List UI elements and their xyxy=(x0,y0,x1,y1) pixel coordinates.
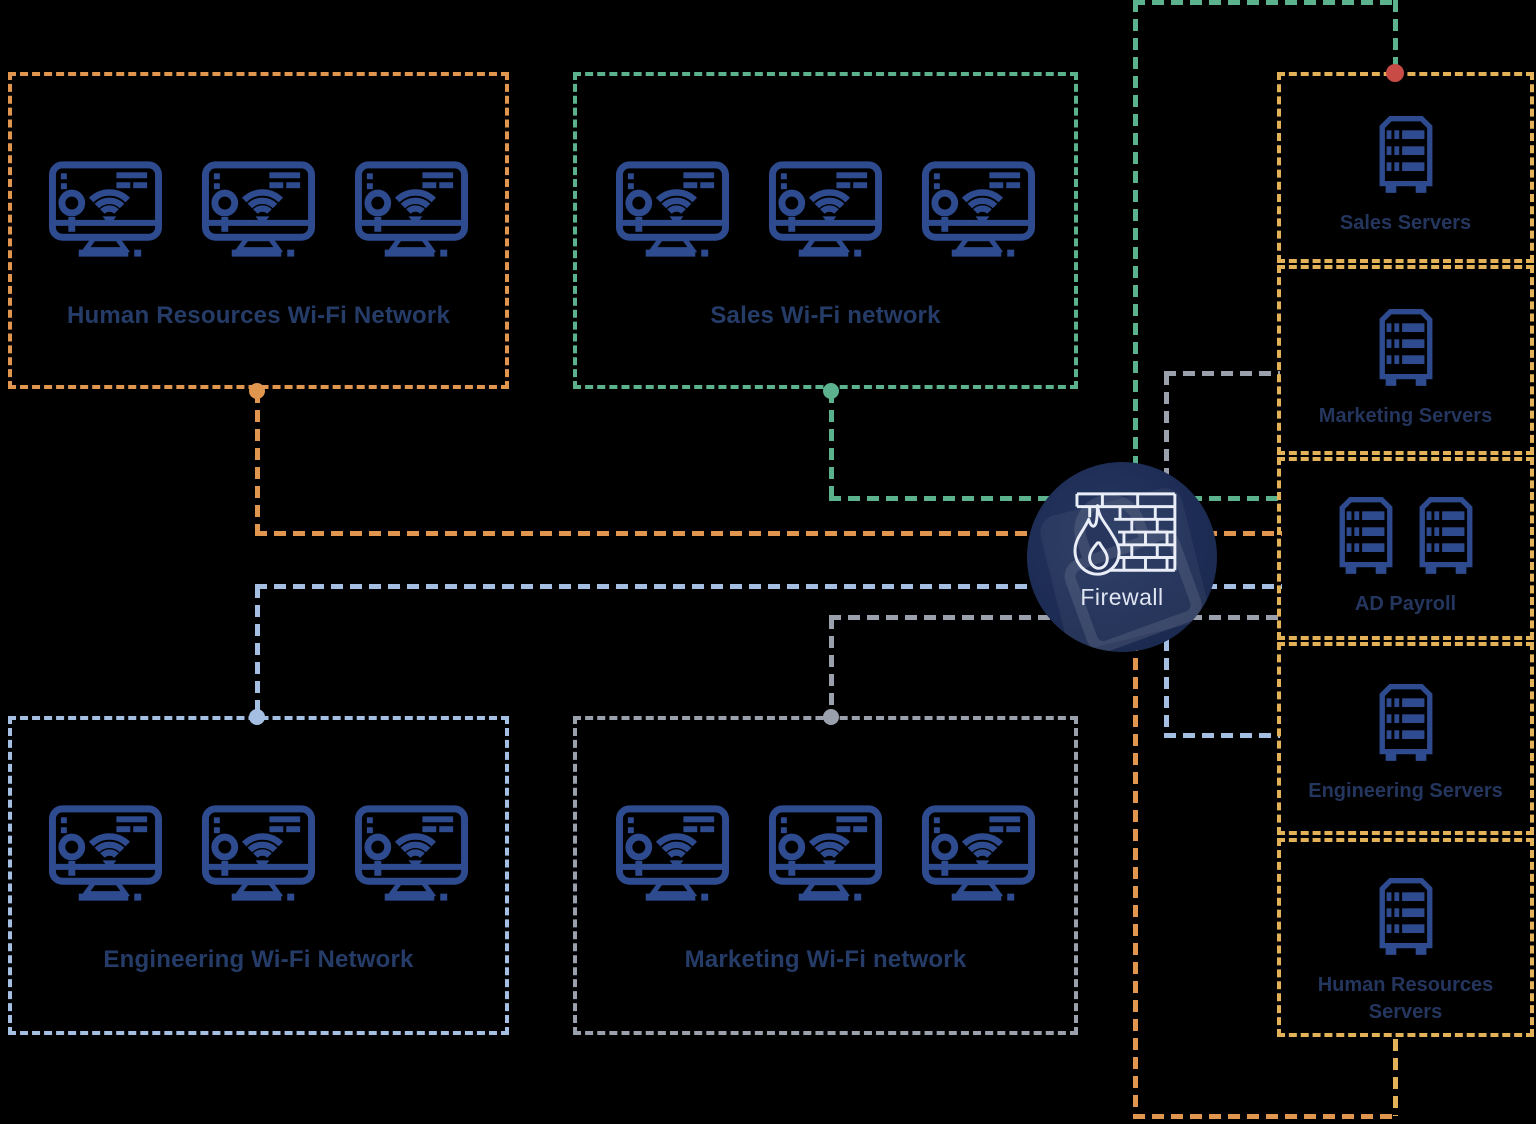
connector-firewall-engineering-servers-down xyxy=(1164,620,1169,737)
server-label-ad-payroll: AD Payroll xyxy=(1354,593,1457,615)
connector-firewall-engineering-servers-right xyxy=(1164,733,1280,738)
connector-hr-horizontal xyxy=(255,531,1282,536)
wifi-network-label-sales: Sales Wi-Fi network xyxy=(710,302,941,329)
wifi-network-label-hr: Human Resources Wi-Fi Network xyxy=(67,302,450,329)
ad-payroll-servers xyxy=(1334,495,1478,579)
connector-firewall-sales-servers-down xyxy=(1393,0,1398,68)
wifi-workstation-icon xyxy=(201,804,316,902)
server-box-hr: Human Resources Servers xyxy=(1277,838,1534,1037)
wifi-workstation-icon xyxy=(201,160,316,258)
sales-workstations xyxy=(615,160,1036,258)
server-icon xyxy=(1374,682,1438,766)
server-label-hr: Human Resources Servers xyxy=(1317,974,1494,1023)
connector-firewall-sales-servers-top xyxy=(1133,0,1397,5)
wifi-network-box-hr: Human Resources Wi-Fi Network xyxy=(8,72,509,389)
server-icon xyxy=(1374,876,1438,960)
padlock-watermark-icon xyxy=(1040,488,1208,652)
connector-firewall-hr-servers-bottom xyxy=(1133,1114,1397,1119)
wifi-network-box-sales: Sales Wi-Fi network xyxy=(573,72,1078,389)
hr-workstations xyxy=(48,160,469,258)
server-icon xyxy=(1414,495,1478,579)
connector-firewall-marketing-servers-up xyxy=(1164,373,1169,503)
server-label-engineering: Engineering Servers xyxy=(1308,780,1503,802)
wifi-network-label-engineering: Engineering Wi-Fi Network xyxy=(103,946,414,973)
junction-dot-sales-servers xyxy=(1386,64,1404,82)
wifi-workstation-icon xyxy=(354,804,469,902)
wifi-network-label-marketing: Marketing Wi-Fi network xyxy=(684,946,967,973)
engineering-workstations xyxy=(48,804,469,902)
junction-dot-engineering xyxy=(249,709,265,725)
connector-marketing-vertical xyxy=(829,617,834,716)
server-box-sales: Sales Servers xyxy=(1277,72,1534,263)
junction-dot-marketing xyxy=(823,709,839,725)
marketing-workstations xyxy=(615,804,1036,902)
server-box-marketing: Marketing Servers xyxy=(1277,265,1534,455)
wifi-workstation-icon xyxy=(921,160,1036,258)
wifi-workstation-icon xyxy=(921,804,1036,902)
wifi-workstation-icon xyxy=(768,804,883,902)
connector-sales-vertical xyxy=(829,391,834,498)
firewall-node: Firewall xyxy=(1027,462,1217,652)
connector-engineering-vertical xyxy=(255,586,260,716)
junction-dot-hr xyxy=(249,383,265,399)
server-label-sales: Sales Servers xyxy=(1339,212,1472,234)
wifi-workstation-icon xyxy=(354,160,469,258)
connector-engineering-horizontal xyxy=(255,584,1282,589)
wifi-workstation-icon xyxy=(48,804,163,902)
server-icon xyxy=(1374,114,1438,198)
firewall-label: Firewall xyxy=(1080,584,1164,610)
wifi-workstation-icon xyxy=(48,160,163,258)
connector-hr-vertical xyxy=(255,391,260,533)
junction-dot-sales xyxy=(823,383,839,399)
server-box-engineering: Engineering Servers xyxy=(1277,642,1534,835)
wifi-network-box-marketing: Marketing Wi-Fi network xyxy=(573,716,1078,1035)
server-box-ad-payroll: AD Payroll xyxy=(1277,457,1534,640)
connector-firewall-hr-servers-down xyxy=(1133,620,1138,1118)
wifi-workstation-icon xyxy=(768,160,883,258)
connector-hr-servers-stub xyxy=(1393,1039,1398,1116)
connector-firewall-sales-servers-up xyxy=(1133,0,1138,500)
wifi-network-box-engineering: Engineering Wi-Fi Network xyxy=(8,716,509,1035)
server-icon xyxy=(1374,307,1438,391)
server-icon xyxy=(1334,495,1398,579)
server-label-marketing: Marketing Servers xyxy=(1318,405,1493,427)
connector-firewall-marketing-servers-right xyxy=(1164,371,1280,376)
wifi-workstation-icon xyxy=(615,804,730,902)
wifi-workstation-icon xyxy=(615,160,730,258)
